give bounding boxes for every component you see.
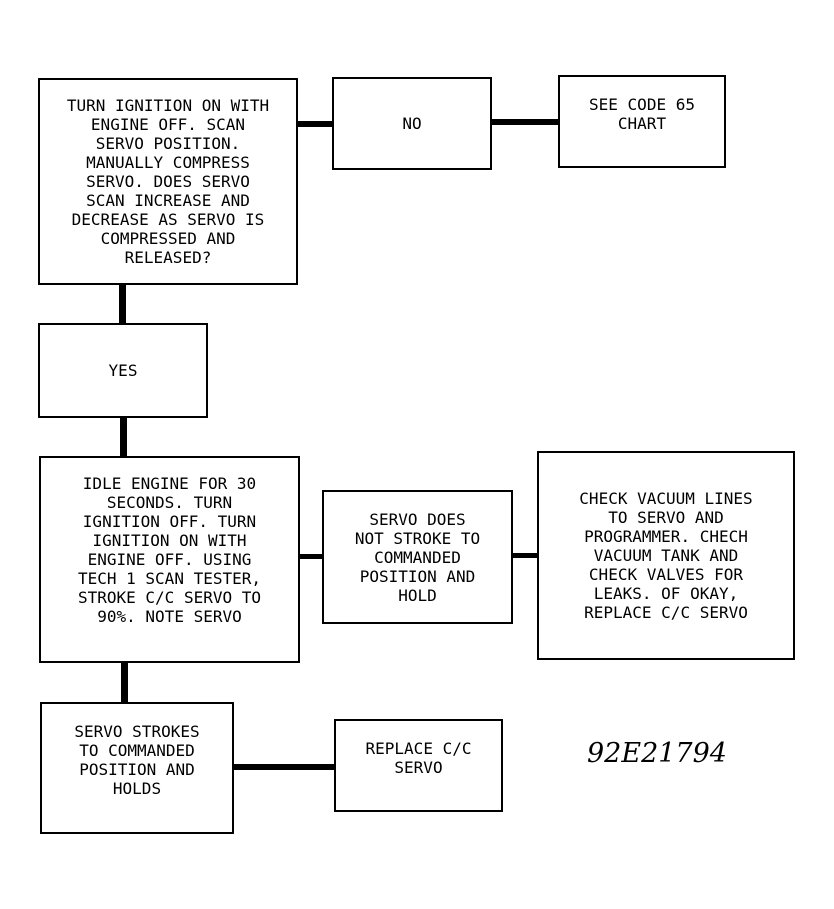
replace-servo-box: REPLACE C/C SERVO bbox=[334, 719, 503, 812]
see-code-text: SEE CODE 65 CHART bbox=[589, 95, 695, 133]
arrow-yes-to-idle bbox=[120, 418, 127, 456]
figure-id: 92E21794 bbox=[587, 738, 727, 769]
ignition-check-text: TURN IGNITION ON WITH ENGINE OFF. SCAN S… bbox=[66, 96, 270, 267]
arrow-idle-to-strokes bbox=[121, 663, 128, 702]
servo-strokes-text: SERVO STROKES TO COMMANDED POSITION AND … bbox=[74, 722, 200, 798]
check-vacuum-text: CHECK VACUUM LINES TO SERVO AND PROGRAMM… bbox=[579, 489, 753, 622]
arrow-ignition-to-no bbox=[298, 121, 332, 127]
idle-engine-box: IDLE ENGINE FOR 30 SECONDS. TURN IGNITIO… bbox=[39, 456, 300, 663]
see-code-box: SEE CODE 65 CHART bbox=[558, 75, 726, 168]
arrow-strokes-to-replace bbox=[234, 764, 334, 770]
no-box: NO bbox=[332, 77, 492, 170]
arrow-not-stroke-to-vacuum bbox=[513, 553, 537, 558]
yes-text: YES bbox=[108, 361, 138, 380]
arrow-no-to-see-code bbox=[492, 119, 558, 125]
idle-engine-text: IDLE ENGINE FOR 30 SECONDS. TURN IGNITIO… bbox=[77, 474, 262, 626]
servo-strokes-box: SERVO STROKES TO COMMANDED POSITION AND … bbox=[40, 702, 234, 834]
ignition-check-box: TURN IGNITION ON WITH ENGINE OFF. SCAN S… bbox=[38, 78, 298, 285]
replace-servo-text: REPLACE C/C SERVO bbox=[365, 739, 472, 777]
servo-not-stroke-text: SERVO DOES NOT STROKE TO COMMANDED POSIT… bbox=[354, 509, 481, 605]
no-text: NO bbox=[402, 114, 422, 133]
yes-box: YES bbox=[38, 323, 208, 418]
arrow-idle-to-not-stroke bbox=[300, 554, 322, 559]
check-vacuum-box: CHECK VACUUM LINES TO SERVO AND PROGRAMM… bbox=[537, 451, 795, 660]
arrow-ignition-to-yes bbox=[119, 285, 126, 323]
servo-not-stroke-box: SERVO DOES NOT STROKE TO COMMANDED POSIT… bbox=[322, 490, 513, 624]
